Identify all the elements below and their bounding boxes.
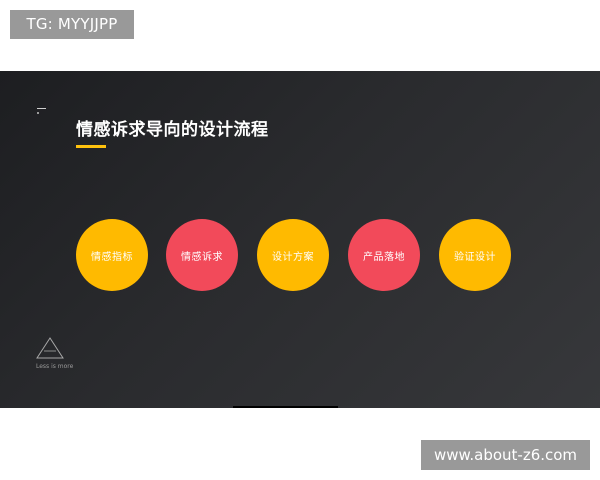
- logo-tagline: Less is more: [36, 363, 74, 370]
- corner-dot: [37, 112, 39, 114]
- step-design-plan: 设计方案: [257, 219, 329, 291]
- corner-mark: [37, 108, 46, 109]
- slide-title: 情感诉求导向的设计流程: [76, 120, 269, 140]
- step-product-launch: 产品落地: [348, 219, 420, 291]
- site-watermark: www.about-z6.com: [421, 440, 590, 470]
- slide: 情感诉求导向的设计流程 情感指标 情感诉求 设计方案 产品落地 验证设计 Les…: [0, 71, 600, 408]
- step-emotional-appeal: 情感诉求: [166, 219, 238, 291]
- triangle-logo-icon: [36, 337, 64, 359]
- tg-watermark: TG: MYYJJPP: [10, 10, 134, 39]
- step-emotion-metrics: 情感指标: [76, 219, 148, 291]
- title-underline: [76, 145, 106, 148]
- step-validate-design: 验证设计: [439, 219, 511, 291]
- bottom-bar: [233, 406, 338, 408]
